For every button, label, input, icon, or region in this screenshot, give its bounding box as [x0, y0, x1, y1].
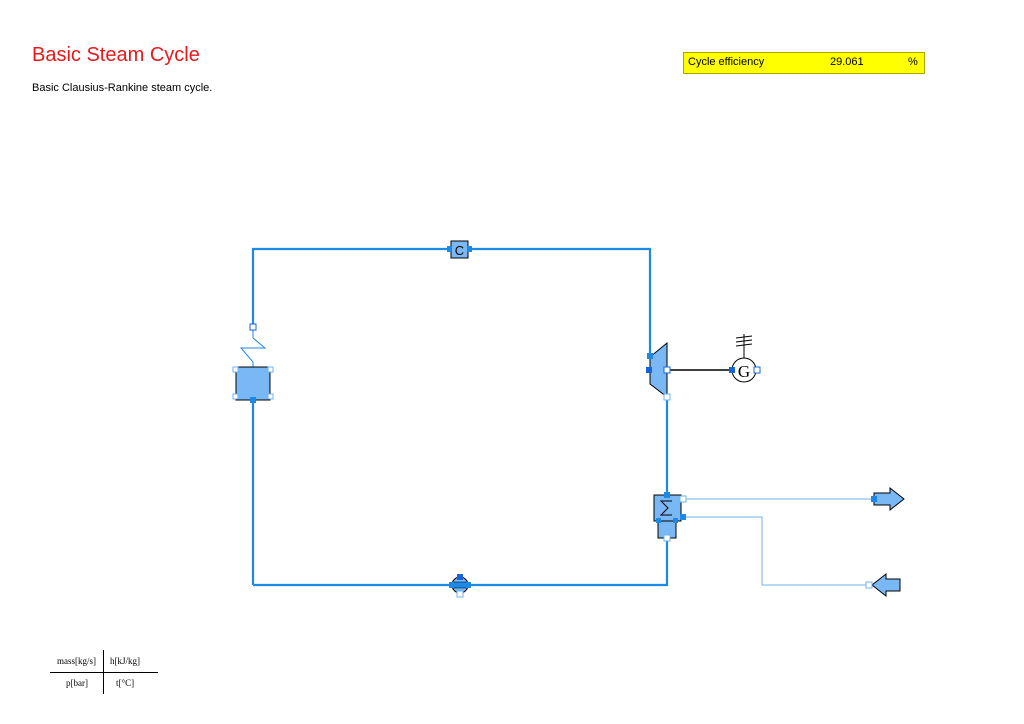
- value-legend: mass[kg/s] h[kJ/kg] p[bar] t[°C]: [50, 650, 158, 694]
- condenser-port-br[interactable]: [673, 518, 678, 523]
- sink-arrow-icon: [873, 486, 905, 512]
- legend-horizontal-divider: [50, 672, 158, 673]
- generator-port-left[interactable]: [729, 367, 735, 373]
- turbine-port-shaft-in[interactable]: [646, 367, 652, 373]
- compressor-component[interactable]: C: [447, 240, 472, 259]
- efficiency-value: 29.061: [830, 56, 864, 68]
- compressor-port-right[interactable]: [467, 246, 472, 252]
- boiler-port-bottom[interactable]: [250, 397, 256, 403]
- source-port[interactable]: [865, 581, 873, 589]
- legend-pressure: p[bar]: [66, 678, 88, 688]
- condenser-port-cw-out[interactable]: [679, 495, 687, 503]
- generator-component[interactable]: G: [729, 334, 761, 383]
- boiler-port-top[interactable]: [249, 323, 257, 331]
- pump-component[interactable]: [449, 574, 471, 598]
- compressor-port-left[interactable]: [447, 246, 452, 252]
- cycle-efficiency-display: Cycle efficiency 29.061 %: [683, 52, 925, 74]
- boiler-port-tr[interactable]: [267, 366, 274, 373]
- boiler-port-bl[interactable]: [232, 393, 239, 400]
- page-subtitle: Basic Clausius-Rankine steam cycle.: [32, 82, 213, 94]
- turbine-port-outlet[interactable]: [663, 393, 671, 401]
- condenser-port-bl[interactable]: [656, 518, 661, 523]
- main-pipes: [251, 247, 669, 587]
- turbine-port-shaft-out[interactable]: [663, 366, 671, 374]
- condenser-port-bottom[interactable]: [663, 534, 671, 542]
- legend-enthalpy: h[kJ/kg]: [110, 656, 140, 666]
- condenser-port-top[interactable]: [664, 492, 670, 498]
- pipe-boiler-to-turbine[interactable]: [251, 247, 652, 357]
- ground-icon: [735, 334, 753, 358]
- turbine-port-inlet[interactable]: [647, 353, 653, 359]
- sink-port[interactable]: [871, 496, 877, 502]
- efficiency-unit: %: [908, 56, 918, 68]
- condenser-sum-icon: [659, 500, 672, 516]
- condenser-component[interactable]: [653, 492, 687, 542]
- pump-port-left[interactable]: [449, 582, 454, 588]
- pipe-condenser-to-pump[interactable]: [253, 538, 669, 587]
- pump-arrow-icon: [452, 581, 468, 589]
- boiler-component[interactable]: [232, 323, 274, 403]
- boiler-port-br[interactable]: [267, 393, 274, 400]
- pump-port-top[interactable]: [457, 574, 463, 580]
- efficiency-label: Cycle efficiency: [688, 56, 765, 68]
- pump-port-right[interactable]: [466, 582, 471, 588]
- condenser-port-cw-in[interactable]: [680, 514, 686, 520]
- boiler-port-tl[interactable]: [232, 366, 239, 373]
- generator-symbol: G: [738, 362, 750, 381]
- cooling-water-source[interactable]: [865, 572, 901, 598]
- generator-port-right[interactable]: [753, 366, 761, 374]
- page-title: Basic Steam Cycle: [32, 44, 200, 66]
- boiler-zigzag-icon: [239, 330, 267, 367]
- source-arrow-icon: [871, 572, 901, 598]
- compressor-symbol: C: [455, 243, 464, 258]
- legend-temperature: t[°C]: [116, 678, 135, 688]
- cooling-inlet-line[interactable]: [682, 516, 869, 586]
- cooling-water-lines: [682, 498, 874, 586]
- turbine-component[interactable]: [646, 341, 671, 401]
- pump-port-bottom[interactable]: [456, 590, 464, 598]
- cooling-water-sink[interactable]: [871, 486, 905, 512]
- legend-mass: mass[kg/s]: [57, 656, 96, 666]
